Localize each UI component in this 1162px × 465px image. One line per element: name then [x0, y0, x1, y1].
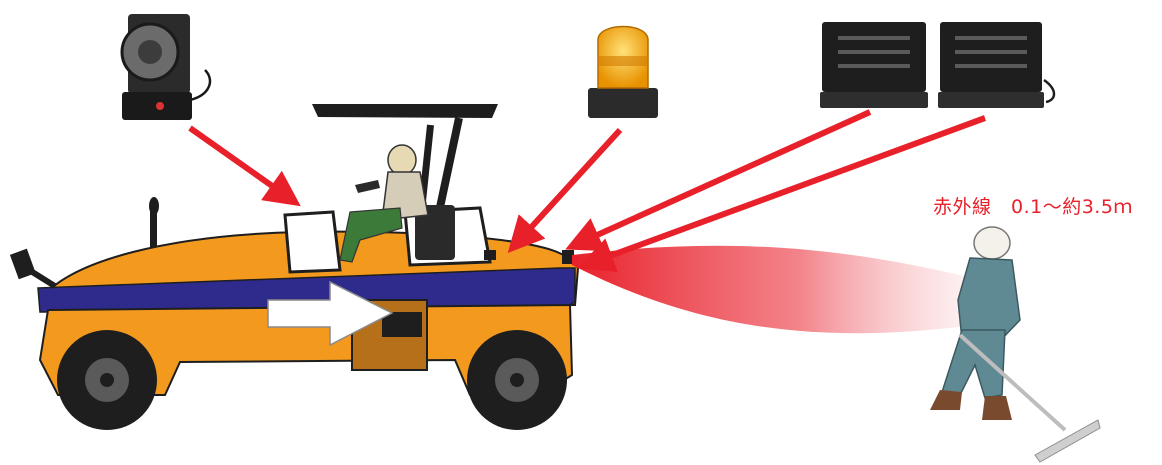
operator-head — [388, 145, 416, 175]
canopy-roof — [312, 104, 498, 118]
rotating-beacon-icon — [588, 27, 658, 119]
arrow-controller — [190, 128, 292, 200]
exhaust-cap — [149, 197, 159, 215]
arrow-beacon — [515, 130, 620, 245]
front-wheel — [467, 330, 567, 430]
arrow-sensor-right — [588, 118, 985, 264]
worker-figure — [930, 227, 1100, 462]
infrared-sensor-icon — [820, 22, 928, 108]
infrared-beam — [572, 246, 985, 333]
rear-wheel — [57, 330, 157, 430]
hood-sensor-mount — [484, 250, 496, 260]
steering-wheel — [355, 180, 380, 193]
infrared-range-label: 赤外線 0.1〜約3.5ｍ — [933, 192, 1133, 219]
road-roller — [10, 104, 578, 430]
sensor-unit-icon — [122, 14, 210, 120]
infrared-sensor-icon — [938, 22, 1054, 108]
